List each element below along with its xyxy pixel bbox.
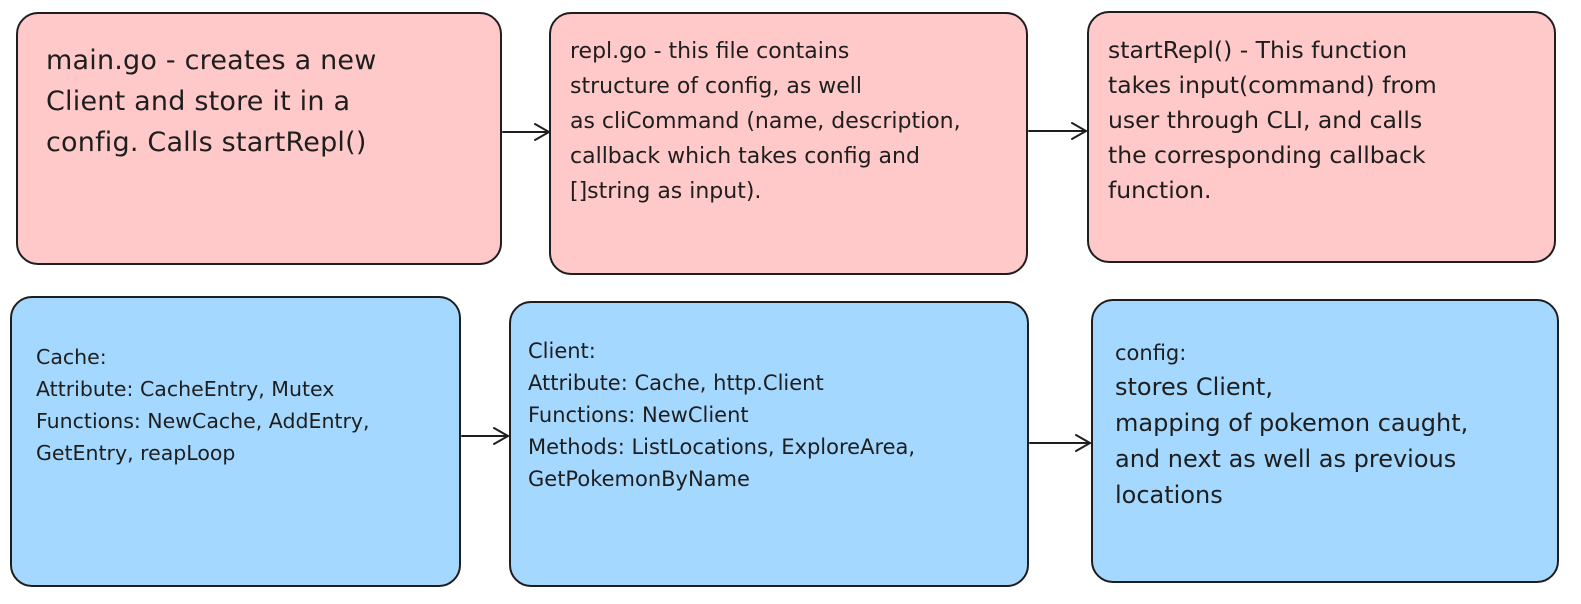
node-cache[interactable]: Cache: Attribute: CacheEntry, Mutex Func…: [10, 296, 461, 587]
node-startrepl[interactable]: startRepl() - This function takes input(…: [1087, 11, 1556, 263]
node-main-go[interactable]: main.go - creates a new Client and store…: [16, 12, 502, 265]
node-client-text: Client: Attribute: Cache, http.Client Fu…: [528, 339, 916, 491]
node-cache-text: Cache: Attribute: CacheEntry, Mutex Func…: [36, 345, 370, 465]
node-startrepl-text: startRepl() - This function takes input(…: [1108, 36, 1437, 204]
node-repl-go[interactable]: repl.go - this file contains structure o…: [549, 12, 1028, 275]
arrow-client-to-config: [1029, 434, 1091, 452]
arrow-cache-to-client: [461, 427, 509, 445]
node-main-go-text: main.go - creates a new Client and store…: [46, 45, 377, 158]
node-config[interactable]: config: stores Client, mapping of pokemo…: [1091, 299, 1559, 583]
arrow-repl-to-startrepl: [1028, 122, 1087, 140]
arrow-main-to-repl: [502, 123, 550, 141]
node-config-title: config:: [1115, 341, 1187, 365]
node-config-text: stores Client, mapping of pokemon caught…: [1115, 373, 1469, 509]
node-repl-go-text: repl.go - this file contains structure o…: [570, 39, 961, 204]
node-client[interactable]: Client: Attribute: Cache, http.Client Fu…: [509, 301, 1029, 587]
